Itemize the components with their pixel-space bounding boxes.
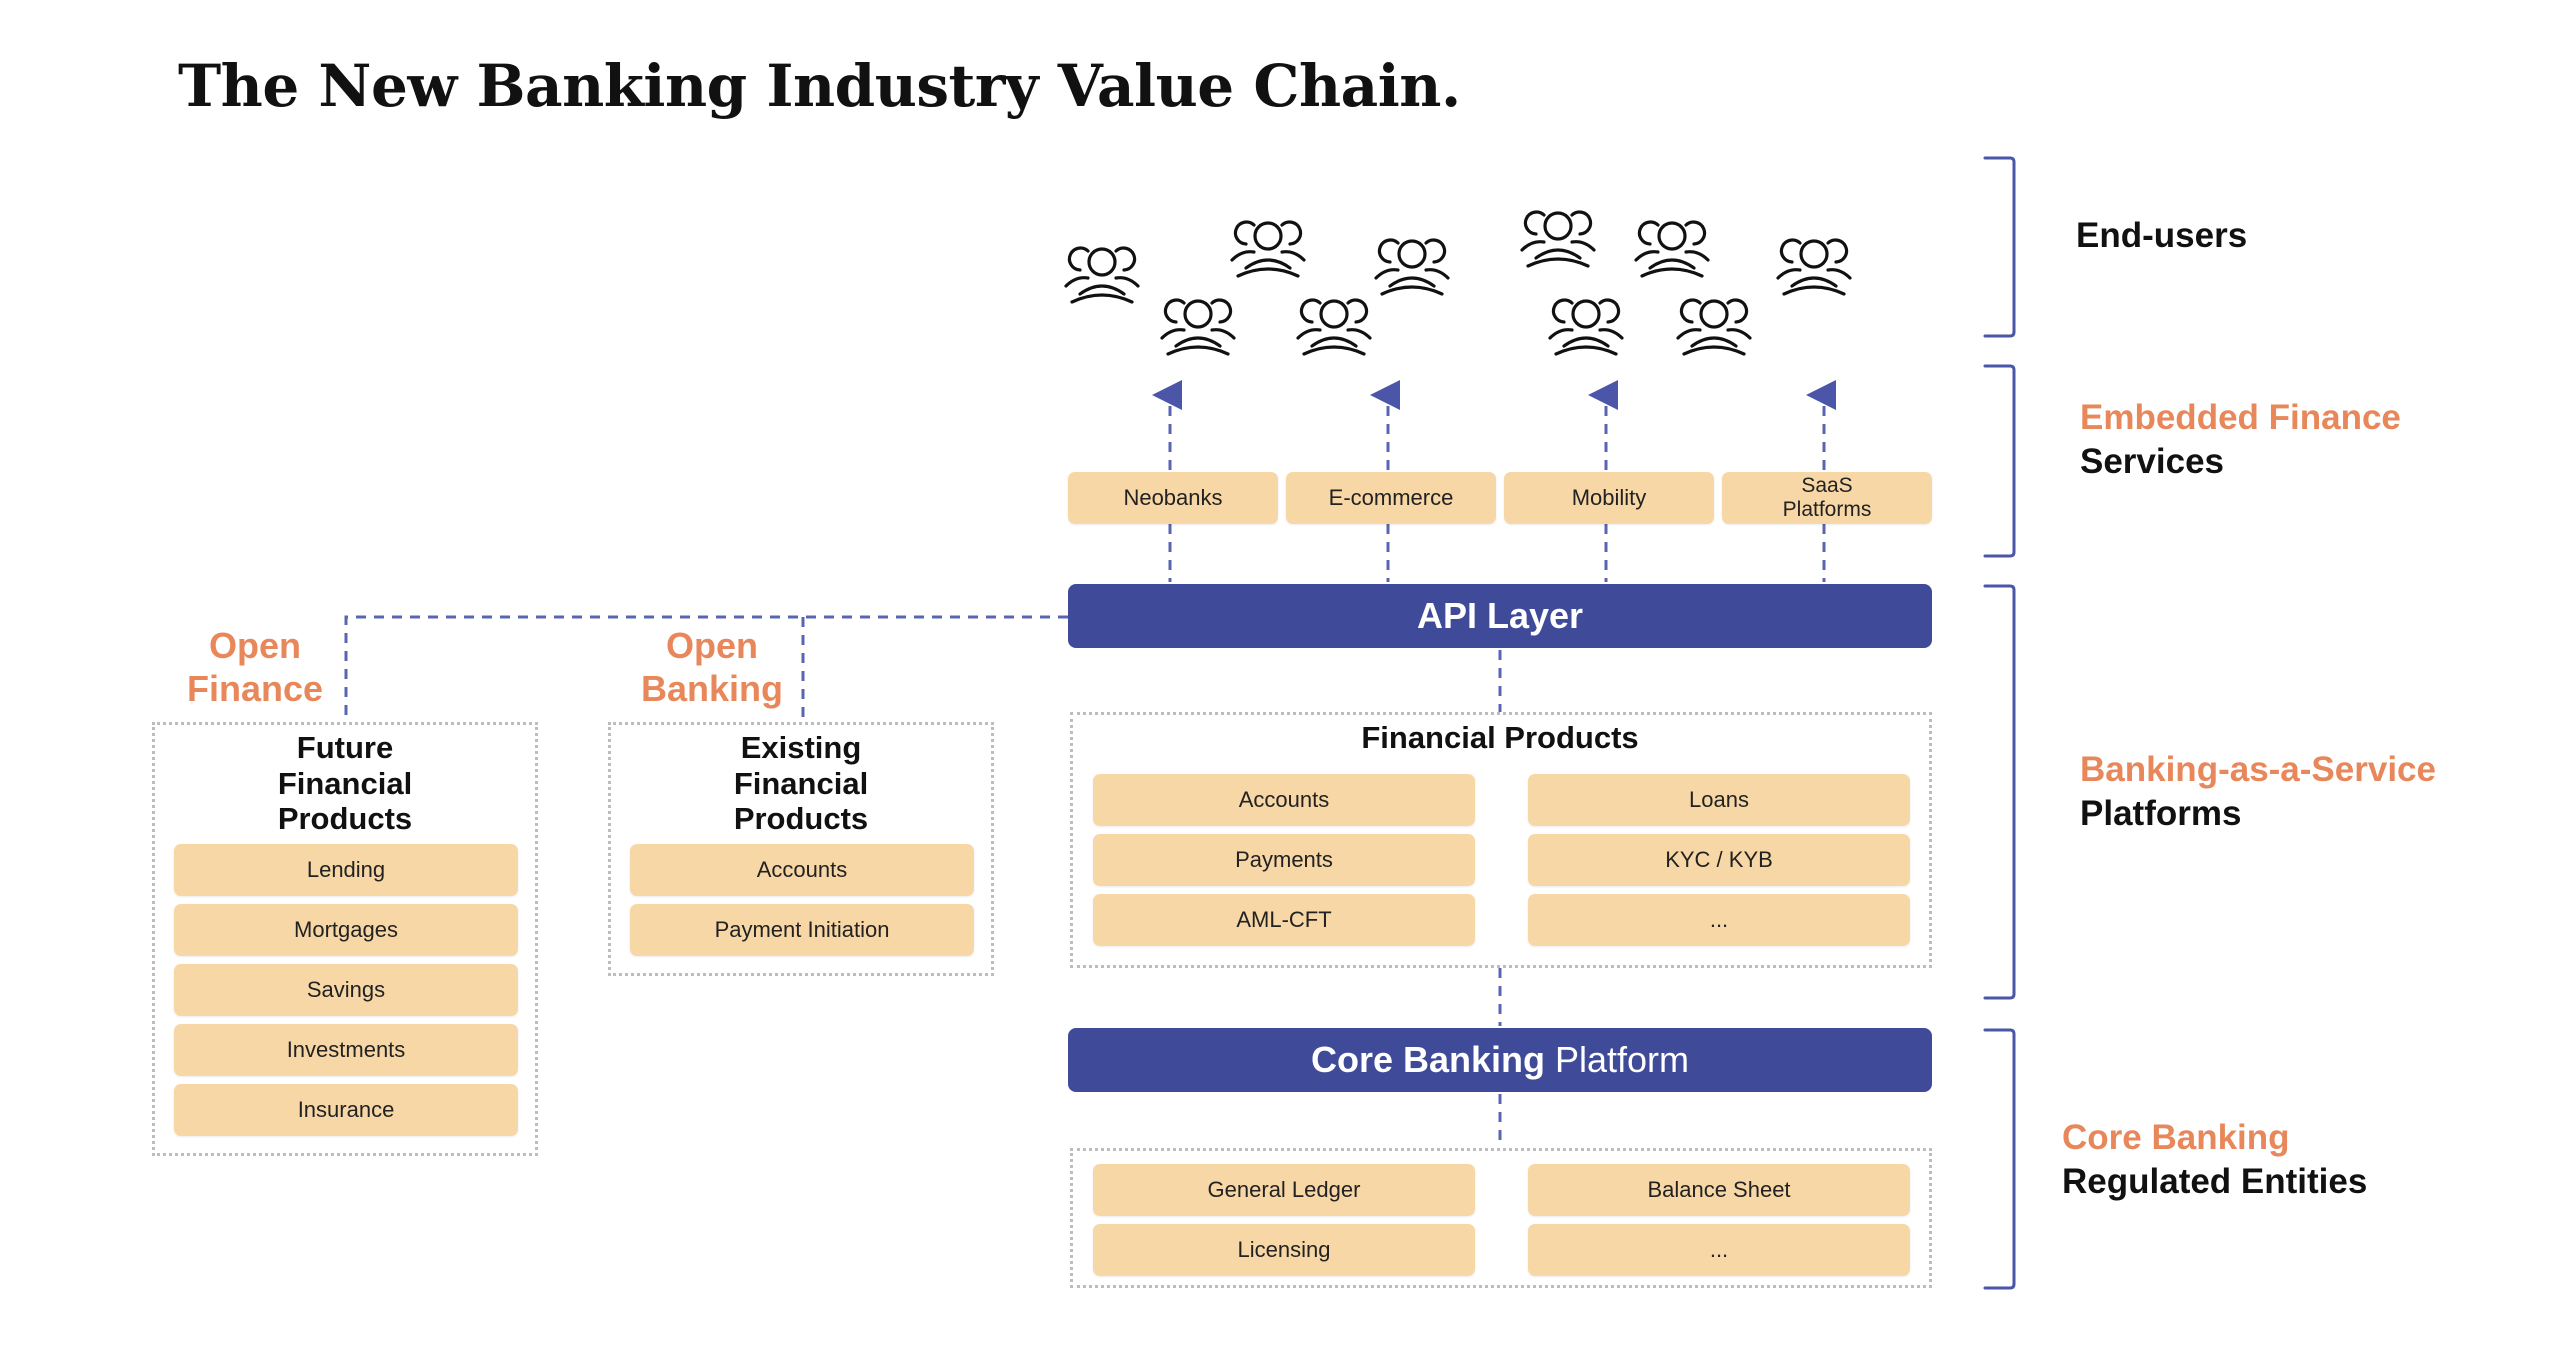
people-group-icon [1230,220,1306,278]
bracket-core [1983,1028,2016,1290]
bracket-baas [1983,584,2016,1000]
bracket-end-users [1983,156,2016,338]
label-core-banking: Core Banking Regulated Entities [2062,1118,2368,1201]
label-baas: Banking-as-a-Service Platforms [2080,750,2436,833]
existing-item-payment-initiation: Payment Initiation [630,904,974,956]
api-layer-label: API Layer [1416,595,1584,636]
core-item-general-ledger: General Ledger [1093,1164,1475,1216]
future-products-box [152,722,538,1156]
service-ecommerce: E-commerce [1286,472,1496,524]
core-item-licensing: Licensing [1093,1224,1475,1276]
core-item-balance-sheet: Balance Sheet [1528,1164,1910,1216]
existing-products-box [608,722,994,976]
people-group-icon [1676,298,1752,356]
future-item-insurance: Insurance [174,1084,518,1136]
core-item-more: ... [1528,1224,1910,1276]
core-banking-bold: Core Banking [1310,1039,1545,1080]
fp-item-accounts: Accounts [1093,774,1475,826]
people-group-icon [1374,238,1450,296]
page-title: The New Banking Industry Value Chain. [178,52,1461,120]
existing-products-heading: Existing Financial Products [733,730,869,837]
people-group-icon [1548,298,1624,356]
existing-item-accounts: Accounts [630,844,974,896]
core-banking-bar: Core Banking Platform [1068,1028,1932,1092]
people-group-icon [1634,220,1710,278]
fp-item-aml-cft: AML-CFT [1093,894,1475,946]
financial-products-box [1070,712,1932,968]
bracket-embedded [1983,364,2016,558]
label-end-users: End-users [2076,216,2248,255]
people-group-icon [1520,210,1596,268]
future-products-heading: Future Financial Products [277,730,413,837]
future-item-investments: Investments [174,1024,518,1076]
api-layer-bar: API Layer [1068,584,1932,648]
people-group-icon [1160,298,1236,356]
people-group-icon [1064,246,1140,304]
open-banking-label: Open Banking [640,625,783,710]
future-item-savings: Savings [174,964,518,1016]
fp-item-payments: Payments [1093,834,1475,886]
service-mobility: Mobility [1504,472,1714,524]
label-embedded-finance: Embedded Finance Services [2080,398,2401,481]
people-group-icon [1296,298,1372,356]
financial-products-heading: Financial Products [1361,720,1639,755]
core-items-box [1070,1148,1932,1288]
people-group-icon [1776,238,1852,296]
service-neobanks: Neobanks [1068,472,1278,524]
fp-item-more: ... [1528,894,1910,946]
core-banking-light: Platform [1555,1039,1690,1080]
future-item-mortgages: Mortgages [174,904,518,956]
fp-item-loans: Loans [1528,774,1910,826]
service-saas-platforms: SaaS Platforms [1722,472,1932,524]
open-finance-label: Open Finance [186,625,324,710]
future-item-lending: Lending [174,844,518,896]
fp-item-kyc-kyb: KYC / KYB [1528,834,1910,886]
